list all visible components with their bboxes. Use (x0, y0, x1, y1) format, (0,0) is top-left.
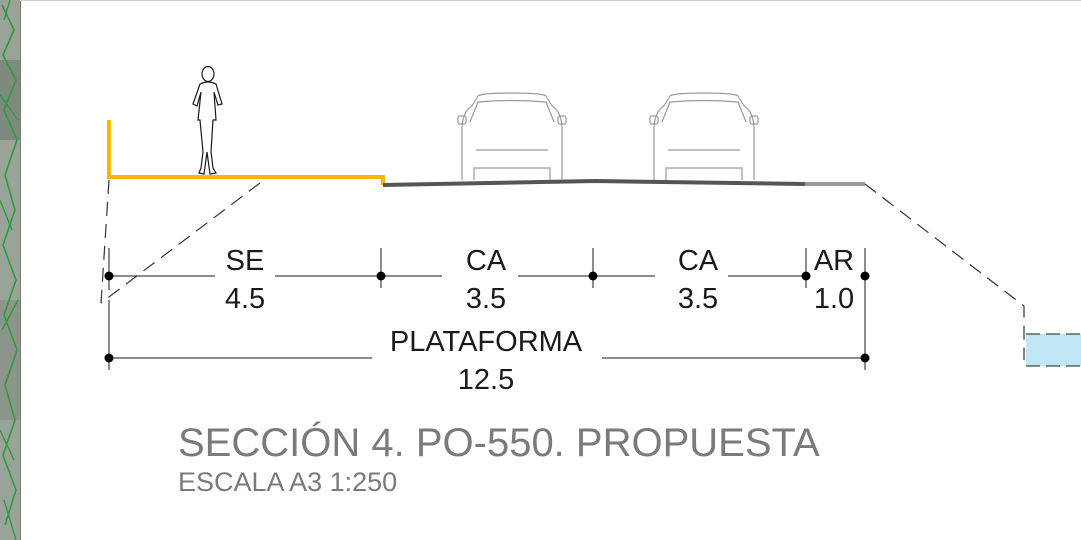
carriageway-asphalt (382, 178, 806, 187)
car-icon (457, 92, 567, 180)
total-label: PLATAFORMA (390, 326, 583, 358)
pedestrian-icon (192, 65, 223, 175)
section-title: SECCIÓN 4. PO-550. PROPUESTA (178, 420, 820, 465)
water-channel (1026, 333, 1081, 367)
scale-note: ESCALA A3 1:250 (178, 467, 397, 497)
segment-width-se: 4.5 (225, 283, 265, 315)
segment-code-ar: AR (814, 245, 854, 277)
segment-code-ca-2: CA (678, 245, 719, 277)
embankment-lines (100, 179, 1025, 360)
segment-dimension-line (108, 248, 866, 370)
segment-width-ca-1: 3.5 (466, 283, 506, 315)
sidewalk (107, 120, 385, 185)
segment-width-ca-2: 3.5 (678, 283, 718, 315)
segment-width-ar: 1.0 (814, 283, 854, 315)
total-width: 12.5 (458, 364, 514, 396)
aerial-photo-strip (0, 0, 21, 540)
dimension-ticks (104, 271, 870, 281)
segment-code-ca-1: CA (466, 245, 507, 277)
total-dimension-ticks (104, 353, 870, 363)
segment-code-se: SE (226, 245, 265, 277)
car-icon (649, 92, 759, 180)
